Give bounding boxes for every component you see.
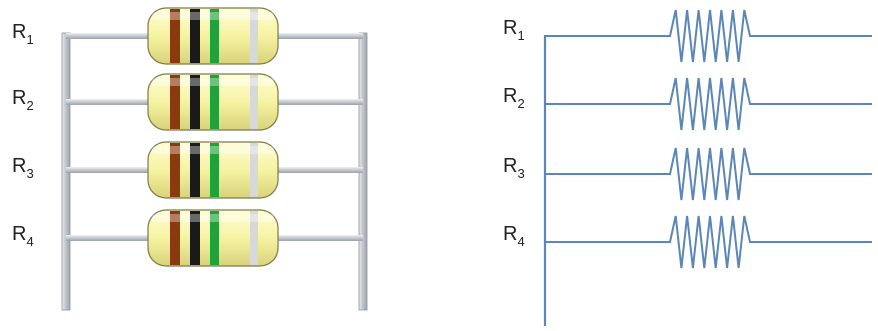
lead-wire-right (274, 235, 363, 241)
color-band (250, 211, 258, 265)
color-band (190, 75, 200, 129)
color-band (250, 75, 258, 129)
color-band (250, 143, 258, 197)
color-band (170, 75, 180, 129)
color-band (170, 9, 180, 63)
color-band (190, 143, 200, 197)
color-band (170, 143, 180, 197)
lead-wire-left (66, 235, 152, 241)
resistor-zigzag-wire (545, 9, 872, 63)
schematic-resistor-3: R3 (503, 147, 872, 201)
schematic-label: R3 (503, 155, 525, 181)
schematic-label: R2 (503, 85, 525, 111)
schematic-label: R4 (503, 223, 525, 249)
schematic-resistor-4: R4 (503, 215, 872, 269)
resistor-1: R1 (12, 7, 363, 65)
body-highlight (152, 78, 274, 86)
color-band (190, 211, 200, 265)
color-band (170, 211, 180, 265)
color-band (210, 75, 219, 129)
color-band (250, 9, 258, 63)
schematic-label: R1 (503, 17, 525, 43)
color-band (210, 143, 219, 197)
color-band (210, 9, 219, 63)
resistor-label: R4 (12, 223, 34, 249)
resistor-3: R3 (12, 141, 363, 199)
schematic-resistor-2: R2 (503, 77, 872, 131)
resistor-label: R2 (12, 87, 34, 113)
body-highlight (152, 214, 274, 222)
color-band (190, 9, 200, 63)
body-highlight (152, 12, 274, 20)
resistor-zigzag-wire (545, 77, 872, 131)
resistor-label: R3 (12, 155, 34, 181)
lead-wire-left (66, 167, 152, 173)
resistor-zigzag-wire (545, 215, 872, 269)
color-band (210, 211, 219, 265)
resistor-label: R1 (12, 21, 34, 47)
body-highlight (152, 146, 274, 154)
lead-wire-right (274, 167, 363, 173)
schematic-resistor-1: R1 (503, 9, 872, 63)
lead-wire-left (66, 33, 152, 39)
resistor-zigzag-wire (545, 147, 872, 201)
lead-wire-right (274, 99, 363, 105)
lead-wire-left (66, 99, 152, 105)
resistor-4: R4 (12, 209, 363, 267)
resistor-2: R2 (12, 73, 363, 131)
lead-wire-right (274, 33, 363, 39)
